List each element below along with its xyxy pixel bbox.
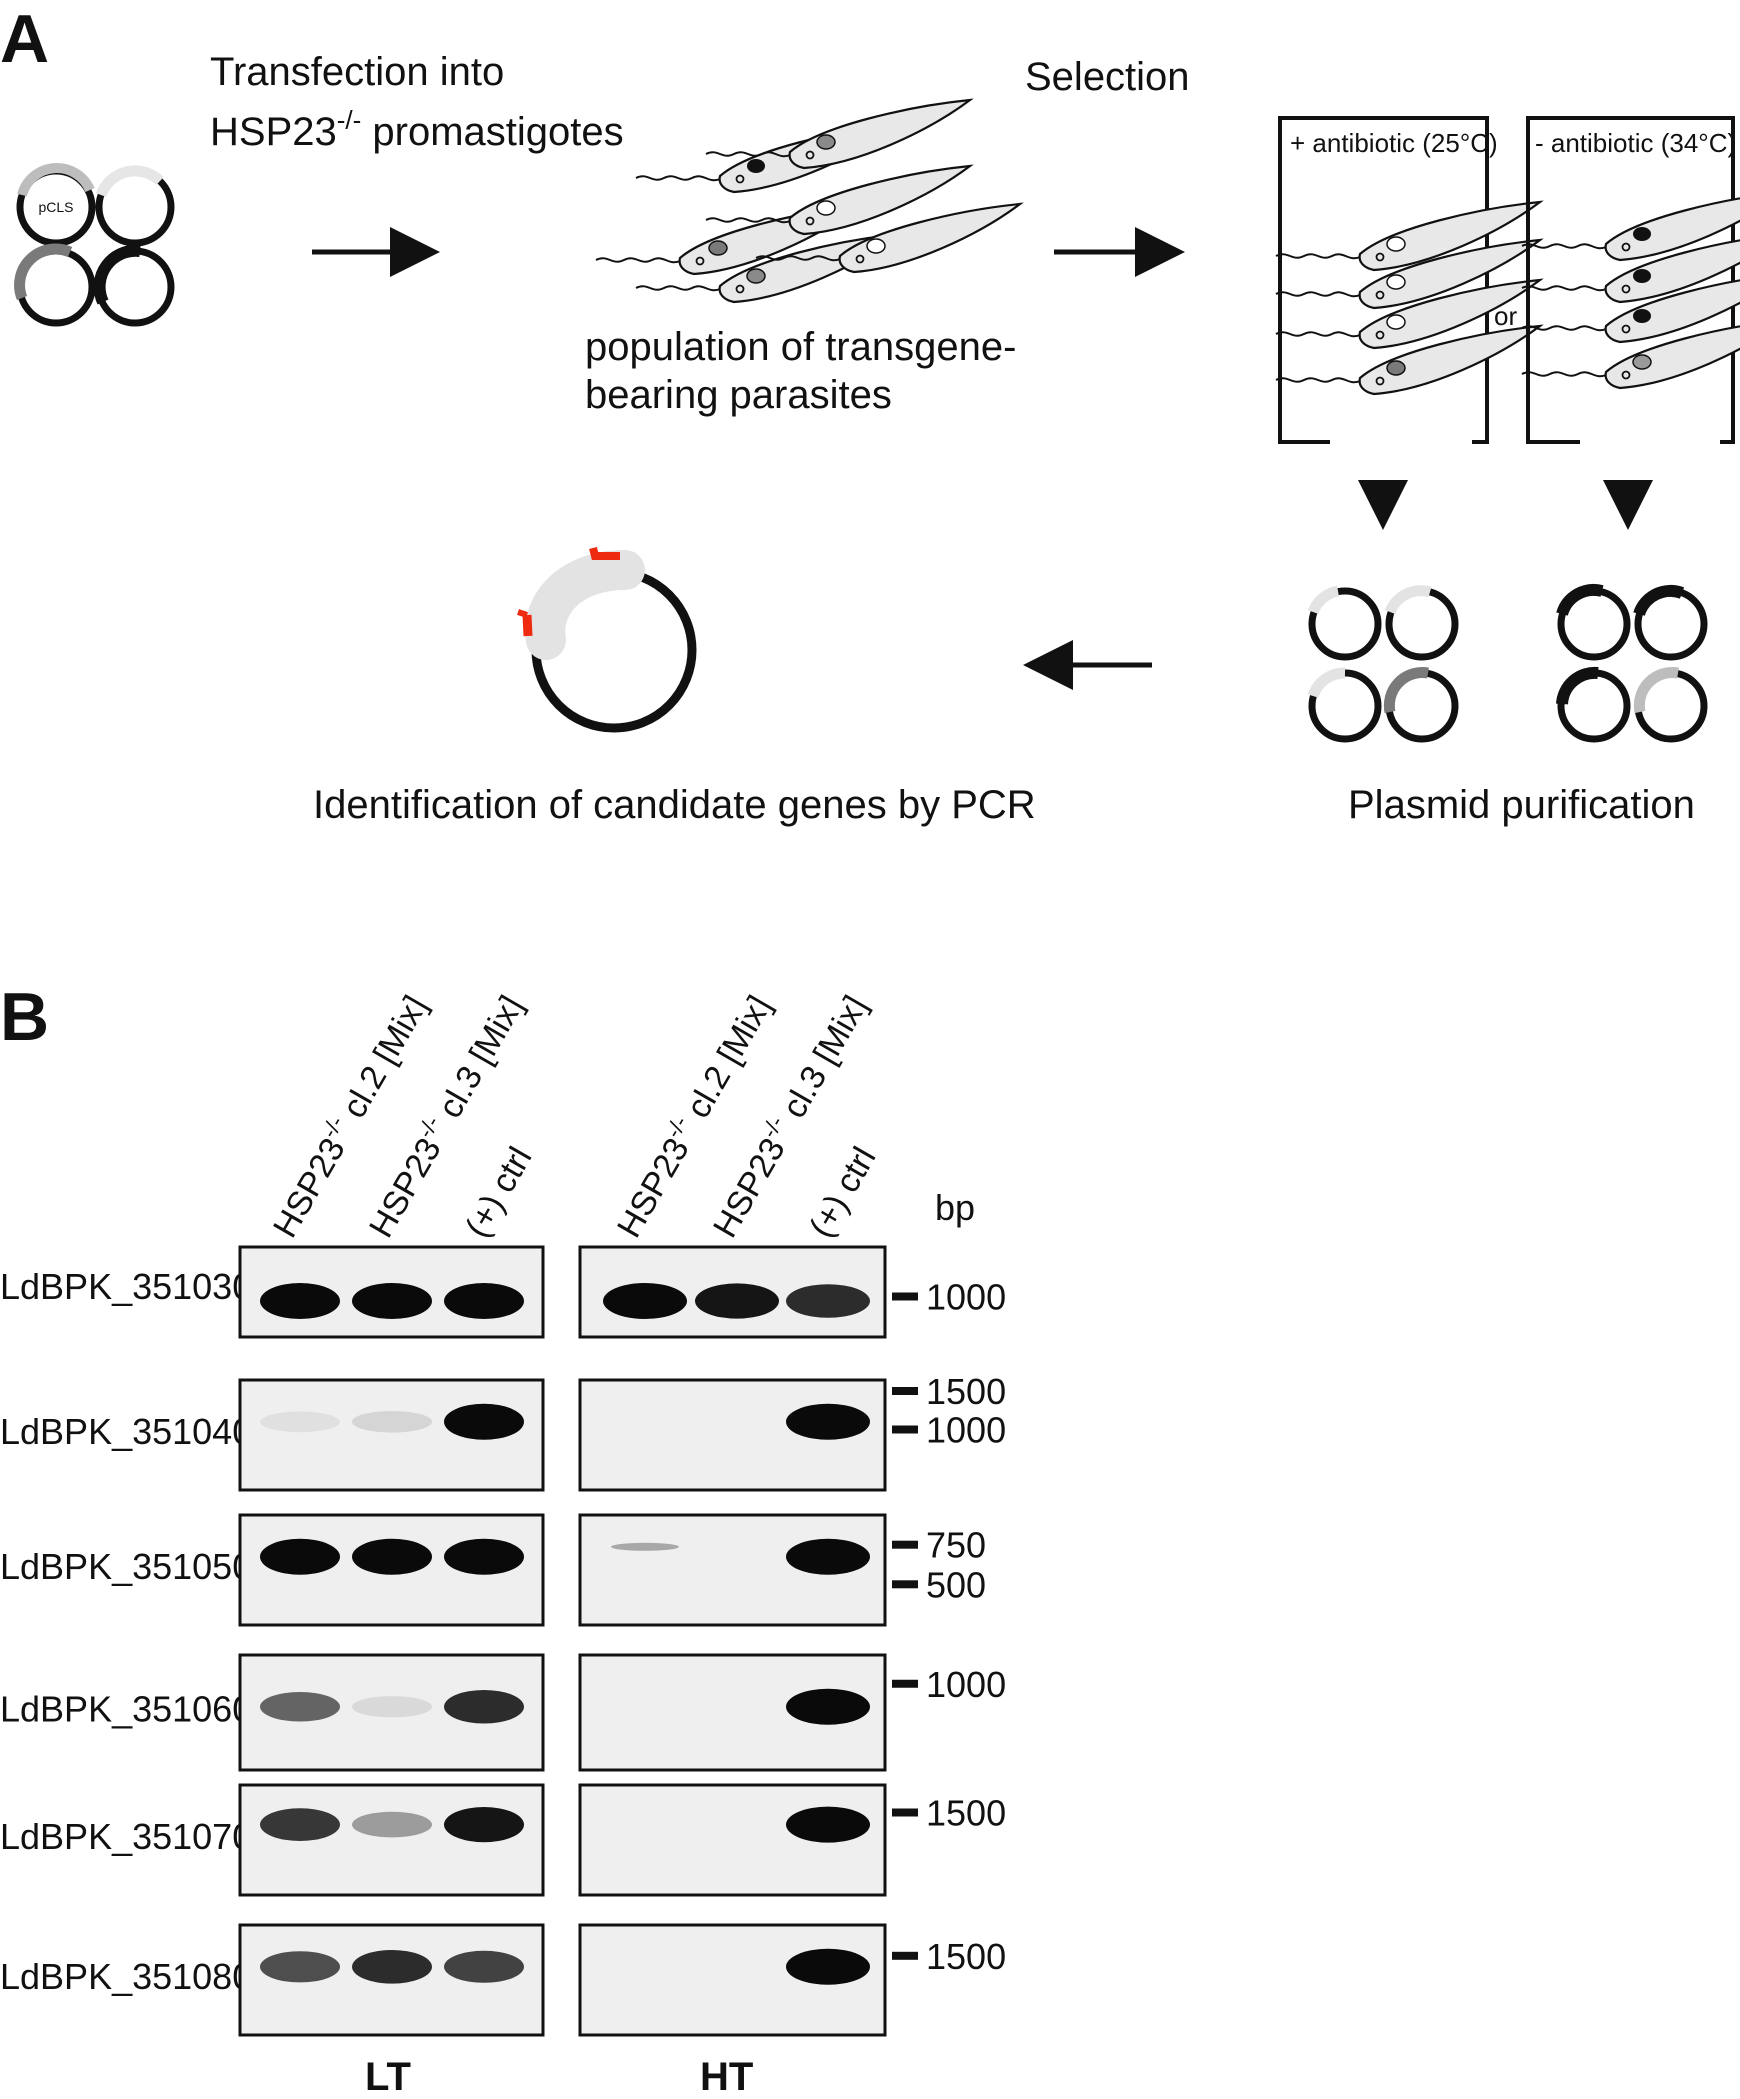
panel-a-letter: A	[0, 1, 49, 77]
lane-header-6: (+) ctrl	[802, 1141, 884, 1244]
marker-label: 1500	[926, 1793, 1006, 1834]
marker-label: 1000	[926, 1277, 1006, 1318]
panel-b-letter: B	[0, 979, 49, 1055]
band-lt-lane-2	[352, 1411, 432, 1433]
bp-label: bp	[935, 1187, 975, 1228]
band-lt-lane-1	[260, 1283, 340, 1319]
gene-label: LdBPK_351070	[0, 1816, 252, 1857]
gene-label: LdBPK_351060	[0, 1689, 252, 1730]
marker-tick	[892, 1540, 918, 1549]
band-lt-lane-1	[260, 1951, 340, 1983]
marker-tick	[892, 1808, 918, 1817]
box-minus-antibiotic: - antibiotic (34°C)	[1520, 116, 1740, 444]
band-lt-lane-2	[352, 1950, 432, 1984]
band-ht-lane-3	[786, 1806, 870, 1843]
band-ht-lane-1	[603, 1283, 687, 1319]
marker-tick	[892, 1292, 918, 1301]
plasmid-pcls-label: pCLS	[38, 199, 73, 215]
gene-label: LdBPK_351080	[0, 1956, 252, 1997]
transfection-line1: Transfection into	[210, 50, 504, 94]
marker-tick	[892, 1679, 918, 1688]
ht-label: HT	[700, 2055, 753, 2099]
gel-row-5: LdBPK_351070 1500	[0, 1783, 1006, 1897]
box-minus-label: - antibiotic (34°C)	[1535, 128, 1736, 158]
band-ht-lane-3	[786, 1284, 870, 1318]
plasmid-library-initial: pCLS	[14, 163, 175, 327]
band-lt-lane-2	[352, 1811, 432, 1838]
marker-label: 1000	[926, 1664, 1006, 1705]
band-lt-lane-3	[444, 1283, 524, 1319]
band-lt-lane-1	[260, 1411, 340, 1433]
band-ht-lane-3	[786, 1403, 870, 1440]
marker-tick	[892, 1951, 918, 1960]
plasmid-purification-label: Plasmid purification	[1348, 783, 1695, 827]
gene-label: LdBPK_351040	[0, 1411, 252, 1452]
marker-label: 1500	[926, 1936, 1006, 1977]
marker-tick	[892, 1580, 918, 1589]
marker-label: 1000	[926, 1410, 1006, 1451]
band-lt-lane-2	[352, 1538, 432, 1575]
band-lt-lane-3	[444, 1807, 524, 1843]
band-lt-lane-2	[352, 1696, 432, 1718]
band-lt-lane-3	[444, 1403, 524, 1440]
gene-label: LdBPK_351050	[0, 1546, 252, 1587]
plasmids-purified-minus	[1556, 583, 1708, 743]
population-line1: population of transgene-	[585, 325, 1016, 369]
transfection-line2: HSP23-/- promastigotes	[210, 105, 624, 154]
box-plus-label: + antibiotic (25°C)	[1290, 128, 1498, 158]
selection-label: Selection	[1025, 55, 1190, 99]
marker-tick	[892, 1387, 918, 1395]
marker-label: 1500	[926, 1371, 1006, 1412]
identification-label: Identification of candidate genes by PCR	[313, 783, 1036, 827]
lane-header-3: (+) ctrl	[458, 1141, 540, 1244]
band-ht-lane-1	[611, 1542, 679, 1551]
marker-label: 500	[926, 1564, 986, 1605]
gel-row-1: LdBPK_351030 1000	[0, 1245, 1006, 1339]
band-lt-lane-1	[260, 1808, 340, 1841]
band-lt-lane-3	[444, 1538, 524, 1575]
or-label: or	[1494, 301, 1517, 331]
marker-label: 750	[926, 1525, 986, 1566]
population-line2: bearing parasites	[585, 373, 892, 417]
band-ht-lane-3	[786, 1688, 870, 1725]
gel-row-6: LdBPK_351080 1500	[0, 1923, 1006, 2037]
box-plus-antibiotic: + antibiotic (25°C)	[1274, 116, 1542, 444]
pcr-plasmid	[517, 547, 697, 733]
band-lt-lane-1	[260, 1691, 340, 1722]
parasite-population	[594, 98, 1022, 304]
marker-tick	[892, 1425, 918, 1434]
lane-headers: HSP23-/- cl.2 [Mix]HSP23-/- cl.3 [Mix](+…	[266, 989, 884, 1244]
band-lt-lane-1	[260, 1538, 340, 1575]
gel-row-4: LdBPK_351060 1000	[0, 1653, 1006, 1772]
gene-label: LdBPK_351030	[0, 1266, 252, 1307]
band-ht-lane-2	[695, 1283, 779, 1319]
plasmids-purified-plus	[1307, 585, 1459, 743]
lt-label: LT	[365, 2055, 411, 2099]
band-ht-lane-3	[786, 1948, 870, 1985]
gel-ht	[578, 1783, 887, 1897]
band-lt-lane-3	[444, 1950, 524, 1983]
band-lt-lane-3	[444, 1689, 524, 1724]
band-lt-lane-2	[352, 1283, 432, 1319]
band-ht-lane-3	[786, 1538, 870, 1575]
